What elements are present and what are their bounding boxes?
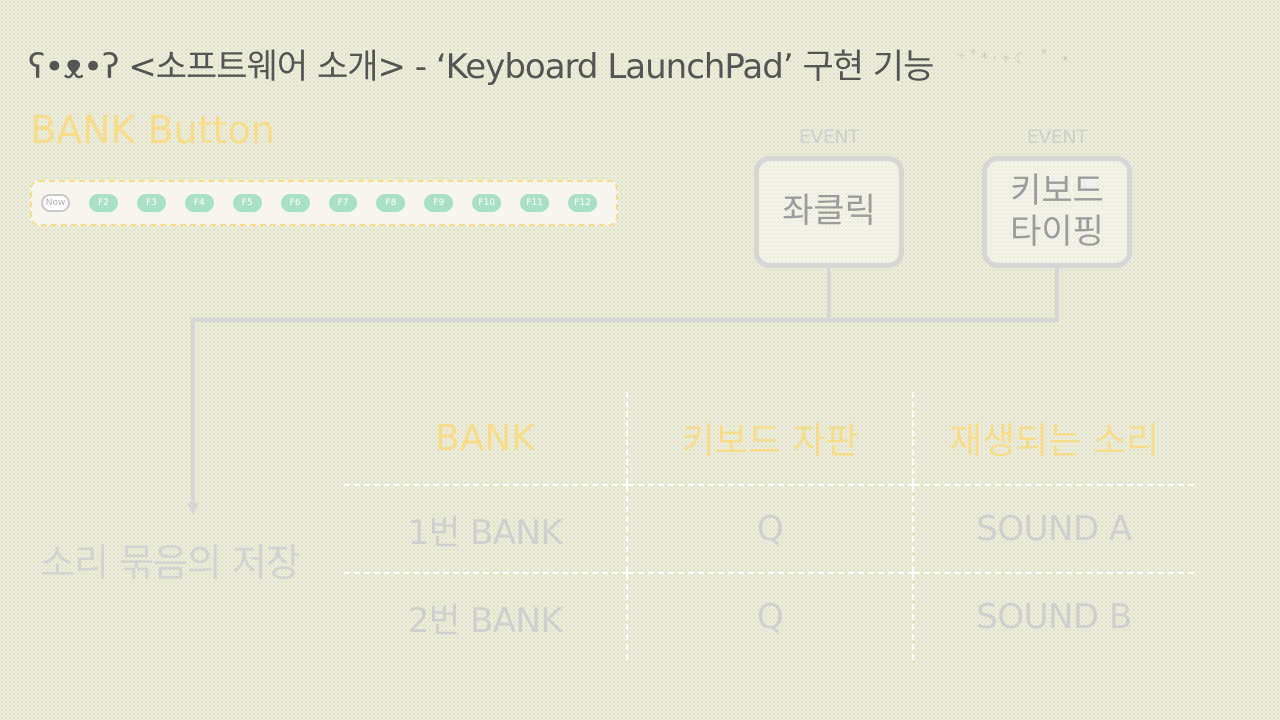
page-title-text: ʕ•ᴥ•ʔ <소프트웨어 소개> - ‘Keyboard LaunchPad’ … bbox=[28, 46, 934, 87]
connector-down bbox=[191, 318, 195, 506]
table-header-sound: 재생되는 소리 bbox=[912, 392, 1194, 486]
table-header-row: BANK 키보드 자판 재생되는 소리 bbox=[344, 392, 1194, 486]
table-header-key: 키보드 자판 bbox=[626, 392, 913, 486]
table-cell-bank: 1번 BANK bbox=[344, 485, 627, 574]
connector-left-click bbox=[827, 268, 831, 322]
table-cell-key: Q bbox=[626, 573, 913, 660]
connector-typing bbox=[1055, 268, 1059, 322]
key-f4[interactable]: F4 bbox=[184, 194, 214, 212]
bank-button-heading: BANK Button bbox=[30, 108, 275, 152]
event-action-left-click: 좌클릭 bbox=[782, 191, 876, 232]
key-f2[interactable]: F2 bbox=[89, 194, 118, 212]
key-f8[interactable]: F8 bbox=[376, 194, 406, 212]
event-action-typing-line1: 키보드 bbox=[1010, 170, 1104, 211]
table-row: 1번 BANK Q SOUND A bbox=[344, 485, 1194, 574]
bank-table: BANK 키보드 자판 재생되는 소리 1번 BANK Q SOUND A 2번… bbox=[344, 392, 1194, 660]
event-label-typing: EVENT bbox=[1026, 126, 1088, 148]
table-row: 2번 BANK Q SOUND B bbox=[344, 573, 1194, 660]
key-now[interactable]: Now bbox=[41, 194, 71, 212]
event-box-left-click: 좌클릭 bbox=[754, 156, 904, 268]
connector-horizontal bbox=[191, 318, 1059, 322]
event-box-keyboard-typing: 키보드 타이핑 bbox=[982, 156, 1132, 268]
table-cell-sound: SOUND B bbox=[912, 573, 1194, 660]
table-header-bank: BANK bbox=[344, 392, 627, 486]
key-f5[interactable]: F5 bbox=[232, 194, 262, 212]
key-f9[interactable]: F9 bbox=[424, 194, 454, 212]
table-cell-sound: SOUND A bbox=[912, 485, 1194, 574]
bank-key-bar: Now F2 F3 F4 F5 F6 F7 F8 F9 F10 F11 F12 bbox=[30, 180, 618, 226]
table-cell-key: Q bbox=[626, 485, 913, 574]
sparkle-decoration: ⁺˚*·༓☾ ˚ ⋆ bbox=[957, 49, 1074, 67]
key-f6[interactable]: F6 bbox=[280, 194, 310, 212]
table-cell-bank: 2번 BANK bbox=[407, 600, 563, 641]
page-title: ʕ•ᴥ•ʔ <소프트웨어 소개> - ‘Keyboard LaunchPad’ … bbox=[28, 38, 1074, 88]
storage-label: 소리 묶음의 저장 bbox=[40, 541, 301, 585]
key-f10[interactable]: F10 bbox=[472, 194, 502, 212]
key-f7[interactable]: F7 bbox=[328, 194, 358, 212]
key-f11[interactable]: F11 bbox=[520, 194, 550, 212]
key-f12[interactable]: F12 bbox=[568, 194, 598, 212]
event-action-typing-line2: 타이핑 bbox=[1010, 212, 1104, 252]
key-f3[interactable]: F3 bbox=[136, 194, 166, 212]
event-label-click: EVENT bbox=[798, 126, 860, 148]
arrow-down-icon bbox=[187, 503, 199, 515]
